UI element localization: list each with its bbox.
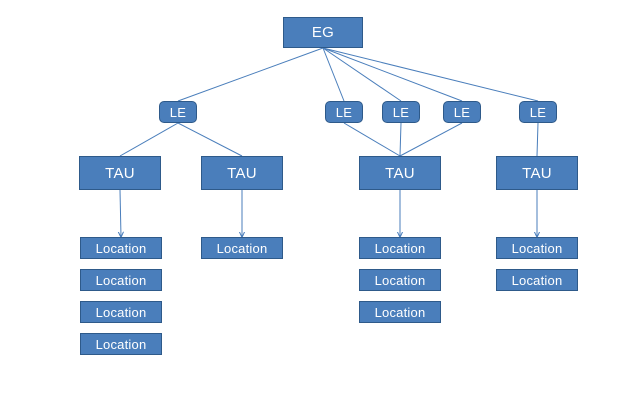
node-tau-1[interactable]: TAU	[79, 156, 161, 190]
node-location-1-2-label: Location	[95, 272, 147, 288]
node-le-3-label: LE	[392, 104, 410, 120]
node-tau-3-label: TAU	[385, 164, 415, 182]
node-tau-4-label: TAU	[522, 164, 552, 182]
node-location-4-2-label: Location	[511, 272, 563, 288]
edge-tau1-to-loc1-1	[120, 189, 121, 237]
node-location-4-2[interactable]: Location	[496, 269, 578, 291]
node-le-4-label: LE	[453, 104, 471, 120]
node-le-1[interactable]: LE	[159, 101, 197, 123]
edge-eg-to-le2	[322, 47, 345, 102]
edge-le2-to-tau3	[343, 122, 401, 157]
node-location-4-1-label: Location	[511, 240, 563, 256]
node-tau-4[interactable]: TAU	[496, 156, 578, 190]
edge-eg-to-le1	[177, 47, 324, 102]
node-location-1-4-label: Location	[95, 336, 147, 352]
node-le-2-label: LE	[335, 104, 353, 120]
node-location-2-1-label: Location	[216, 240, 268, 256]
edge-le5-to-tau4	[536, 122, 539, 157]
node-tau-2-label: TAU	[227, 164, 257, 182]
edge-eg-to-le5	[322, 47, 539, 102]
edge-group	[119, 47, 539, 237]
node-le-4[interactable]: LE	[443, 101, 481, 123]
node-location-1-3[interactable]: Location	[80, 301, 162, 323]
node-location-1-3-label: Location	[95, 304, 147, 320]
node-location-3-3-label: Location	[374, 304, 426, 320]
node-le-3[interactable]: LE	[382, 101, 420, 123]
node-tau-1-label: TAU	[105, 164, 135, 182]
edge-le1-to-tau2	[177, 122, 243, 157]
node-eg-label: EG	[311, 24, 335, 41]
node-location-3-1-label: Location	[374, 240, 426, 256]
node-tau-2[interactable]: TAU	[201, 156, 283, 190]
node-tau-3[interactable]: TAU	[359, 156, 441, 190]
node-le-5-label: LE	[529, 104, 547, 120]
node-location-2-1[interactable]: Location	[201, 237, 283, 259]
node-le-1-label: LE	[169, 104, 187, 120]
node-location-1-4[interactable]: Location	[80, 333, 162, 355]
node-location-1-1-label: Location	[95, 240, 147, 256]
edge-eg-to-le4	[322, 47, 463, 102]
edge-eg-to-le3	[322, 47, 402, 102]
edge-le4-to-tau3	[399, 122, 463, 157]
node-location-1-2[interactable]: Location	[80, 269, 162, 291]
node-location-3-1[interactable]: Location	[359, 237, 441, 259]
node-location-3-2[interactable]: Location	[359, 269, 441, 291]
node-location-1-1[interactable]: Location	[80, 237, 162, 259]
edge-le3-to-tau3	[399, 122, 402, 157]
node-location-4-1[interactable]: Location	[496, 237, 578, 259]
node-le-2[interactable]: LE	[325, 101, 363, 123]
node-location-3-3[interactable]: Location	[359, 301, 441, 323]
node-eg[interactable]: EG	[283, 17, 363, 48]
node-location-3-2-label: Location	[374, 272, 426, 288]
edge-le1-to-tau1	[119, 122, 179, 157]
node-le-5[interactable]: LE	[519, 101, 557, 123]
